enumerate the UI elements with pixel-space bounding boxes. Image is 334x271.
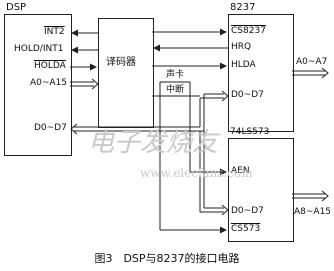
latch-block [228,138,294,242]
latch-pin-aen: AEN [231,166,250,176]
chip8237-pin-hlda: HLDA [231,60,256,70]
watermark-cn: 电子发烧友 [88,128,219,158]
interrupt-label: 中断 [166,85,185,95]
latch-out-bus: A8~A15 [294,207,332,217]
dsp-block [4,14,72,156]
dsp-pin-data: D0~D7 [34,123,67,133]
chip8237-title: 8237 [230,2,256,13]
figure-caption: 图3 DSP与8237的接口电路 [94,252,240,265]
chip8237-block [228,14,294,132]
chip8237-pin-hrq: HRQ [231,42,252,52]
latch-pin-data: D0~D7 [231,206,264,216]
chip8237-out-bus: A0~A7 [296,57,328,67]
dsp-pin-hold: HOLD/INT1 [14,44,64,54]
dsp-pin-holda: HOLDA [34,61,66,71]
chip8237-pin-data: D0~D7 [231,90,264,100]
latch-pin-cs: CS573 [231,224,261,234]
dsp-pin-addr: A0~A15 [30,78,68,88]
latch-title: 74LS573 [230,127,270,137]
dsp-title: DSP [6,2,27,13]
sound-card-label: 声卡 [166,70,185,80]
watermark-url: www.elecfans.com [140,166,253,180]
dsp-pin-int2: INT2 [44,27,65,37]
chip8237-pin-cs: CS8237 [231,26,266,36]
decoder-label: 译码器 [106,57,136,68]
